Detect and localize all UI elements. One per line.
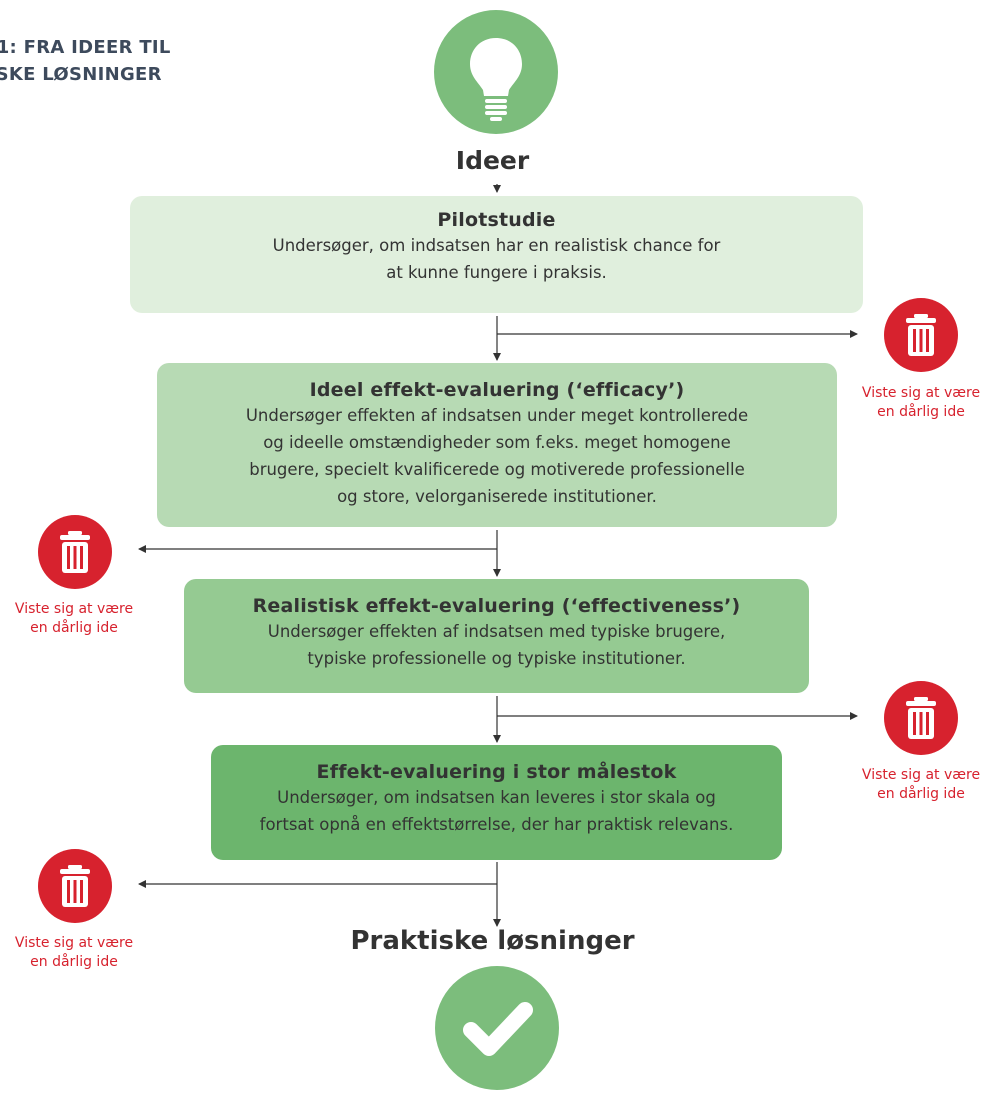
discard-label: Viste sig at være en dårlig ide [861,385,981,420]
end-label: Praktiske løsninger [350,926,635,956]
step-title: Realistisk effekt-evaluering (‘effective… [252,595,741,617]
figure-title-line-2: TISKE LØSNINGER [0,64,162,85]
discard-label: Viste sig at være en dårlig ide [14,935,134,970]
trash-icon [884,681,958,755]
figure-title: R 1: FRA IDEER TIL TISKE LØSNINGER [0,34,171,88]
step-description: Undersøger, om indsatsen har en realisti… [272,236,721,282]
discard-label: Viste sig at være en dårlig ide [861,767,981,802]
trash-icon [38,515,112,589]
lightbulb-icon [434,10,558,134]
step-description: Undersøger, om indsatsen kan leveres i s… [259,788,734,834]
trash-icon [884,298,958,372]
trash-icon [38,849,112,923]
discard-label: Viste sig at være en dårlig ide [14,601,134,636]
step-pilotstudie: Pilotstudie Undersøger, om indsatsen har… [130,196,863,313]
step-realistisk-effekt-evaluering: Realistisk effekt-evaluering (‘effective… [184,579,809,693]
step-description: Undersøger effekten af indsatsen under m… [245,406,749,506]
checkmark-icon [435,966,559,1090]
step-description: Undersøger effekten af indsatsen med typ… [267,622,726,668]
figure-title-line-1: R 1: FRA IDEER TIL [0,37,171,58]
step-ideel-effekt-evaluering: Ideel effekt-evaluering (‘efficacy’) Und… [157,363,837,527]
step-effekt-evaluering-stor-malestok: Effekt-evaluering i stor målestok Unders… [211,745,782,860]
step-title: Pilotstudie [437,209,556,231]
step-title: Ideel effekt-evaluering (‘efficacy’) [309,379,685,401]
start-label: Ideer [455,146,530,175]
step-title: Effekt-evaluering i stor målestok [316,761,677,783]
